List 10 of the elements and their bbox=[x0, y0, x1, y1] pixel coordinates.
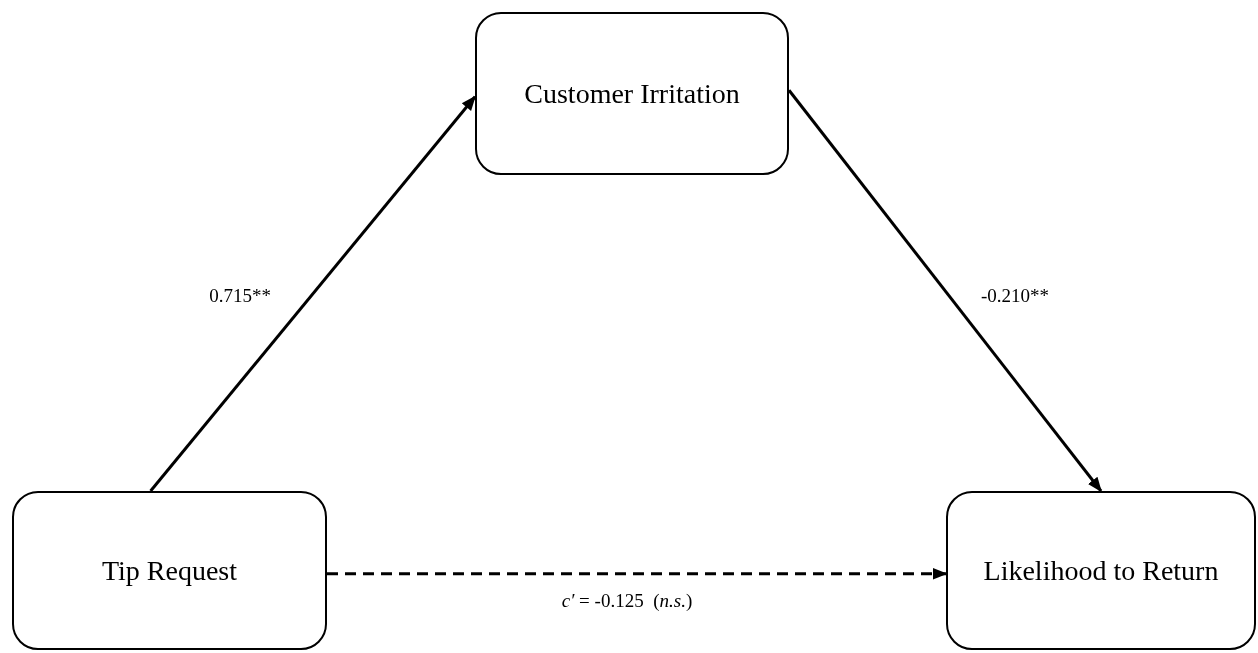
dashed-arrow bbox=[327, 567, 948, 580]
rounded-box bbox=[12, 491, 327, 650]
edge-label: c′ = -0.125 (n.s.) bbox=[559, 590, 695, 612]
arrow bbox=[149, 95, 477, 492]
node-label: Customer Irritation bbox=[524, 77, 740, 110]
rounded-box bbox=[946, 491, 1256, 650]
node-label: Tip Request bbox=[101, 554, 238, 587]
rounded-box bbox=[475, 12, 789, 175]
node-label: Likelihood to Return bbox=[983, 554, 1219, 587]
arrow bbox=[787, 89, 1103, 493]
